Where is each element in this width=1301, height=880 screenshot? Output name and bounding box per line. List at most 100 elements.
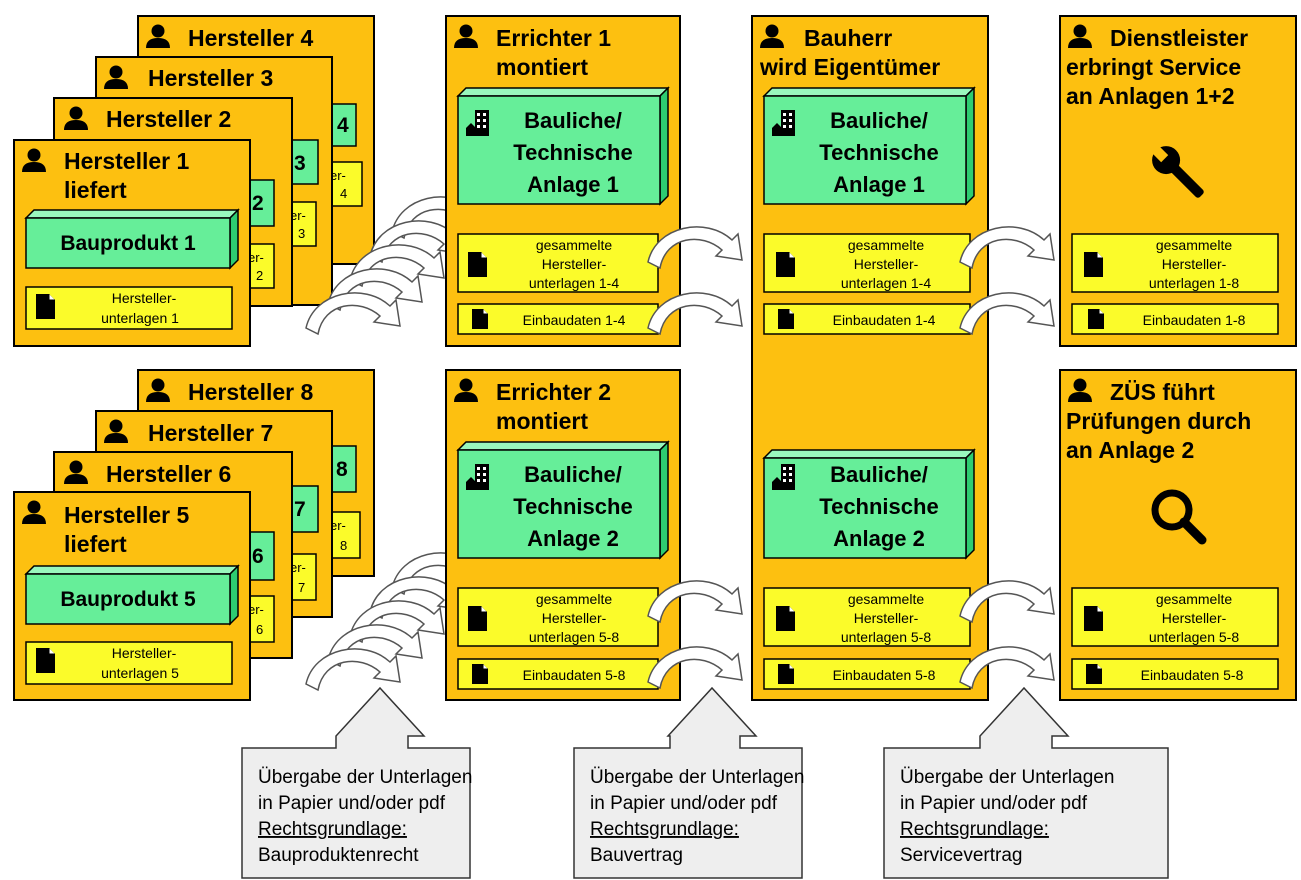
anlage-2-side xyxy=(965,448,975,560)
product-1-label: Bauprodukt 1 xyxy=(60,232,196,255)
anlage-line3: Anlage 2 xyxy=(527,526,619,551)
callout-line2: in Papier und/oder pdf xyxy=(258,793,446,814)
einbau-label: Einbaudaten 1-4 xyxy=(833,312,936,328)
document-icon xyxy=(471,663,489,685)
hersteller-3-title: Hersteller 3 xyxy=(148,65,273,91)
errichter-1: Errichter 1 montiert Bauliche/ Technisch… xyxy=(445,15,681,347)
zues: ZÜS führt Prüfungen durch an Anlage 2 ge… xyxy=(1059,369,1297,701)
anlage-line1: Bauliche/ xyxy=(830,462,928,487)
doc-8-label: er- xyxy=(330,518,346,533)
doc-line2: Hersteller- xyxy=(1162,610,1227,626)
product-8-peek xyxy=(329,445,357,493)
anlage-2-top xyxy=(456,441,670,451)
callout-shape xyxy=(573,686,803,879)
anlage-line1: Bauliche/ xyxy=(524,108,622,133)
anlage-line1: Bauliche/ xyxy=(830,108,928,133)
doc-line2: Hersteller- xyxy=(542,256,607,272)
doc-line1: gesammelte xyxy=(1156,237,1232,253)
product-1-box xyxy=(25,217,231,269)
hersteller-5-title: Hersteller 5 xyxy=(64,502,190,528)
errichter-1-title: Errichter 1 xyxy=(496,25,611,51)
hersteller-stack-top: Hersteller 4 4 er- 4 Hersteller 3 3 er- … xyxy=(13,15,375,347)
bauherr: Bauherr wird Eigentümer Bauliche/ Techni… xyxy=(751,15,989,701)
wrench-icon xyxy=(1149,143,1204,198)
einbaudaten xyxy=(1071,303,1279,335)
doc-1-line1: Hersteller- xyxy=(112,290,177,306)
document-icon xyxy=(1083,251,1104,278)
document-icon xyxy=(775,251,796,278)
doc-line1: gesammelte xyxy=(536,237,612,253)
einbau-label: Einbaudaten 5-8 xyxy=(523,667,626,683)
anlage-line2: Technische xyxy=(819,140,938,165)
gesammelte-unterlagen xyxy=(1071,233,1279,293)
doc-line1: gesammelte xyxy=(1156,591,1232,607)
callout-line1: Übergabe der Unterlagen xyxy=(258,767,472,788)
anlage-1-side xyxy=(659,86,669,206)
document-icon xyxy=(35,647,56,674)
doc-line2: Hersteller- xyxy=(854,256,919,272)
doc-6-num: 6 xyxy=(256,622,263,637)
einbau-label: Einbaudaten 1-4 xyxy=(523,312,626,328)
anlage-line2: Technische xyxy=(513,494,632,519)
doc-line3: unterlagen 5-8 xyxy=(1149,629,1240,645)
hersteller-8-title: Hersteller 8 xyxy=(188,379,314,405)
doc-line3: unterlagen 5-8 xyxy=(529,629,620,645)
doc-line3: unterlagen 5-8 xyxy=(841,629,932,645)
document-icon xyxy=(471,308,489,330)
document-icon xyxy=(777,663,795,685)
einbau-label: Einbaudaten 1-8 xyxy=(1143,312,1246,328)
doc-2-num: 2 xyxy=(256,268,263,283)
product-3-peek xyxy=(289,139,319,185)
doc-line2: Hersteller- xyxy=(854,610,919,626)
doc-2-label: er- xyxy=(248,250,264,265)
doc-4-num: 4 xyxy=(340,186,347,201)
herstellerunterlagen-5 xyxy=(25,641,233,685)
callout-shape xyxy=(241,686,471,879)
callout-shape xyxy=(883,686,1169,879)
gesammelte-unterlagen xyxy=(763,233,971,293)
zues-line3: an Anlage 2 xyxy=(1066,437,1194,463)
bauherr-subtitle: wird Eigentümer xyxy=(759,54,940,80)
product-5-label: Bauprodukt 5 xyxy=(60,588,196,611)
callout-line3: Rechtsgrundlage: xyxy=(900,819,1049,840)
doc-7-label: er- xyxy=(290,560,306,575)
document-icon xyxy=(467,605,488,632)
hersteller-stack-bottom: Hersteller 8 8 er- 8 Hersteller 7 7 er- … xyxy=(13,369,375,701)
einbaudaten xyxy=(763,658,971,690)
product-5-top xyxy=(24,565,240,575)
einbaudaten xyxy=(457,303,659,335)
product-7-label: 7 xyxy=(294,498,306,521)
document-icon xyxy=(35,293,56,320)
zues-line2: Prüfungen durch xyxy=(1066,408,1251,434)
doc-line1: gesammelte xyxy=(848,237,924,253)
product-3-label: 3 xyxy=(294,152,306,175)
product-1-top xyxy=(24,209,240,219)
callout-line3: Rechtsgrundlage: xyxy=(590,819,739,840)
doc-line3: unterlagen 1-4 xyxy=(529,275,620,291)
product-1-side xyxy=(229,208,239,270)
einbau-label: Einbaudaten 5-8 xyxy=(833,667,936,683)
doc-5-line2: unterlagen 5 xyxy=(101,665,179,681)
anlage-line3: Anlage 1 xyxy=(833,172,925,197)
errichter-2-subtitle: montiert xyxy=(496,408,588,434)
doc-line1: gesammelte xyxy=(536,591,612,607)
doc-8-num: 8 xyxy=(340,538,347,553)
doc-3-label: er- xyxy=(290,208,306,223)
dienstleister-title: Dienstleister xyxy=(1110,25,1248,51)
einbaudaten xyxy=(1071,658,1279,690)
anlage-2-box xyxy=(457,449,661,559)
callout-bauvertrag: Übergabe der Unterlagen in Papier und/od… xyxy=(573,686,804,879)
hersteller-5-subtitle: liefert xyxy=(64,531,127,557)
doc-line3: unterlagen 1-8 xyxy=(1149,275,1240,291)
einbau-label: Einbaudaten 5-8 xyxy=(1141,667,1244,683)
document-icon xyxy=(1083,605,1104,632)
hersteller-7-title: Hersteller 7 xyxy=(148,420,273,446)
product-6-label: 6 xyxy=(252,545,264,568)
callout-line3: Rechtsgrundlage: xyxy=(258,819,407,840)
doc-line2: Hersteller- xyxy=(542,610,607,626)
product-4-label: 4 xyxy=(337,114,349,137)
dienstleister-line2: erbringt Service xyxy=(1066,54,1241,80)
document-icon xyxy=(467,251,488,278)
product-2-label: 2 xyxy=(252,192,264,215)
